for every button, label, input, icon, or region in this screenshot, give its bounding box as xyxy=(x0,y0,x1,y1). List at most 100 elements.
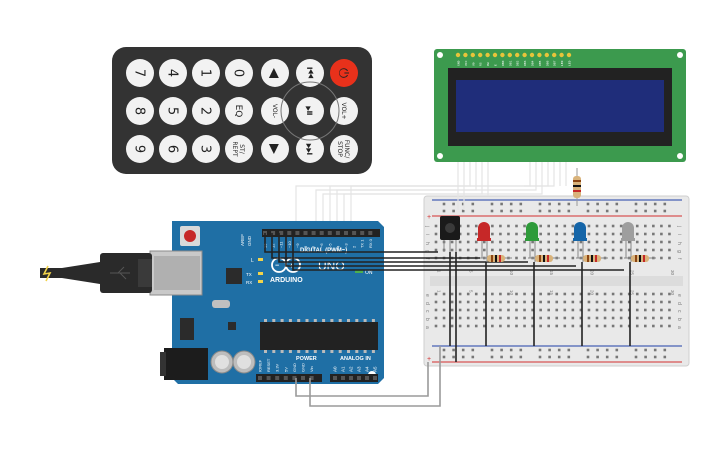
remote-button-face[interactable] xyxy=(225,59,253,87)
remote-button-face[interactable] xyxy=(126,59,154,87)
rail-hole[interactable] xyxy=(653,355,657,359)
breadboard-hole[interactable] xyxy=(652,300,655,304)
rail-hole[interactable] xyxy=(442,355,446,359)
breadboard-hole[interactable] xyxy=(515,324,518,328)
breadboard-hole[interactable] xyxy=(660,232,663,236)
breadboard-hole[interactable] xyxy=(603,300,607,304)
rail-hole[interactable] xyxy=(490,355,494,359)
breadboard-hole[interactable] xyxy=(531,308,534,312)
rail-hole[interactable] xyxy=(548,355,551,359)
remote-button-face[interactable] xyxy=(126,97,154,125)
breadboard-hole[interactable] xyxy=(635,292,639,296)
power-pin[interactable] xyxy=(301,376,305,380)
digital-pin[interactable] xyxy=(335,231,340,235)
breadboard-hole[interactable] xyxy=(644,224,647,228)
breadboard-hole[interactable] xyxy=(571,292,575,296)
breadboard-hole[interactable] xyxy=(434,232,438,236)
breadboard-hole[interactable] xyxy=(442,316,446,320)
breadboard-hole[interactable] xyxy=(466,240,470,244)
digital-pin[interactable] xyxy=(303,231,308,235)
rail-hole[interactable] xyxy=(557,202,561,206)
breadboard-hole[interactable] xyxy=(531,300,534,304)
breadboard-hole[interactable] xyxy=(652,240,655,244)
breadboard-hole[interactable] xyxy=(660,324,663,328)
breadboard-hole[interactable] xyxy=(571,256,575,260)
breadboard-hole[interactable] xyxy=(539,316,542,320)
reset-button-cap[interactable] xyxy=(184,230,196,242)
digital-pin[interactable] xyxy=(368,231,373,235)
breadboard-hole[interactable] xyxy=(474,316,478,320)
breadboard-hole[interactable] xyxy=(483,292,486,296)
breadboard-hole[interactable] xyxy=(668,324,671,328)
breadboard-hole[interactable] xyxy=(660,308,663,312)
breadboard-hole[interactable] xyxy=(595,292,599,296)
breadboard-hole[interactable] xyxy=(652,248,655,252)
breadboard-hole[interactable] xyxy=(547,224,550,228)
breadboard-hole[interactable] xyxy=(571,224,575,228)
breadboard-hole[interactable] xyxy=(531,240,534,244)
breadboard-hole[interactable] xyxy=(539,300,542,304)
breadboard-hole[interactable] xyxy=(660,256,663,260)
breadboard-hole[interactable] xyxy=(563,324,567,328)
breadboard-hole[interactable] xyxy=(668,248,671,252)
breadboard-hole[interactable] xyxy=(595,224,599,228)
remote-button[interactable]: VOL+ xyxy=(330,97,358,125)
remote-button[interactable]: ◀ xyxy=(261,59,289,87)
breadboard-hole[interactable] xyxy=(515,224,518,228)
breadboard-hole[interactable] xyxy=(595,308,599,312)
breadboard-hole[interactable] xyxy=(507,248,510,252)
breadboard-hole[interactable] xyxy=(523,300,526,304)
remote-button[interactable]: ⏻ xyxy=(330,59,358,87)
breadboard-hole[interactable] xyxy=(595,324,599,328)
breadboard-hole[interactable] xyxy=(619,248,623,252)
remote-button-face[interactable] xyxy=(330,135,358,163)
breadboard-hole[interactable] xyxy=(458,300,462,304)
remote-button-face[interactable] xyxy=(192,97,220,125)
breadboard-hole[interactable] xyxy=(579,316,583,320)
breadboard-hole[interactable] xyxy=(483,308,486,312)
breadboard-hole[interactable] xyxy=(491,232,494,236)
rail-hole[interactable] xyxy=(586,355,590,359)
breadboard-hole[interactable] xyxy=(515,232,518,236)
rail-hole[interactable] xyxy=(500,209,503,213)
breadboard-hole[interactable] xyxy=(474,300,478,304)
breadboard-hole[interactable] xyxy=(491,248,494,252)
power-pin[interactable] xyxy=(309,376,314,380)
remote-button-face[interactable] xyxy=(261,135,289,163)
breadboard-hole[interactable] xyxy=(523,240,526,244)
breadboard-hole[interactable] xyxy=(539,248,542,252)
rail-hole[interactable] xyxy=(596,202,599,206)
breadboard-hole[interactable] xyxy=(450,300,454,304)
breadboard-hole[interactable] xyxy=(611,300,615,304)
breadboard-hole[interactable] xyxy=(603,292,607,296)
breadboard-hole[interactable] xyxy=(644,324,647,328)
breadboard-hole[interactable] xyxy=(547,316,550,320)
breadboard-hole[interactable] xyxy=(474,232,478,236)
breadboard-hole[interactable] xyxy=(603,232,607,236)
breadboard-hole[interactable] xyxy=(644,300,647,304)
breadboard-hole[interactable] xyxy=(635,224,639,228)
breadboard-hole[interactable] xyxy=(499,300,502,304)
breadboard-hole[interactable] xyxy=(652,292,655,296)
remote-button[interactable]: ST/REPT xyxy=(225,135,253,163)
breadboard-hole[interactable] xyxy=(483,248,486,252)
breadboard-hole[interactable] xyxy=(603,316,607,320)
breadboard-hole[interactable] xyxy=(619,324,623,328)
remote-button[interactable]: 4 xyxy=(159,59,187,87)
breadboard-hole[interactable] xyxy=(450,240,454,244)
remote-button[interactable]: ⏮ xyxy=(296,59,324,87)
breadboard-hole[interactable] xyxy=(483,316,486,320)
rail-hole[interactable] xyxy=(567,355,571,359)
breadboard-hole[interactable] xyxy=(660,248,663,252)
rail-hole[interactable] xyxy=(653,209,657,213)
breadboard-hole[interactable] xyxy=(611,248,615,252)
breadboard-hole[interactable] xyxy=(644,316,647,320)
rail-hole[interactable] xyxy=(634,348,638,352)
remote-button[interactable]: 5 xyxy=(159,97,187,125)
breadboard-hole[interactable] xyxy=(450,292,454,296)
remote-button-face[interactable] xyxy=(330,59,358,87)
breadboard-hole[interactable] xyxy=(547,300,550,304)
rail-hole[interactable] xyxy=(519,348,523,352)
rail-hole[interactable] xyxy=(452,355,455,359)
breadboard-hole[interactable] xyxy=(619,308,623,312)
